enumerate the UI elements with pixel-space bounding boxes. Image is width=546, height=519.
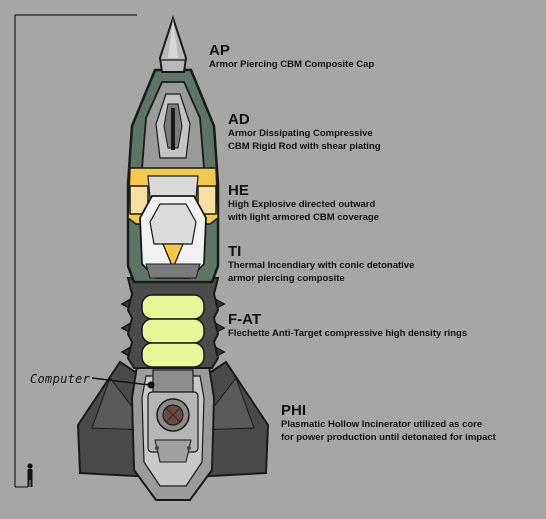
ti-section [139, 195, 207, 279]
label-fat-desc-line1: Flechette Anti-Target compressive high d… [228, 328, 468, 339]
label-ti-code: TI [228, 243, 242, 260]
computer-callout-label: Computer [30, 372, 91, 386]
label-fat-code: F-AT [228, 311, 262, 328]
label-ap: AP Armor Piercing CBM Composite Cap [209, 43, 374, 72]
label-ap-desc-line1: Armor Piercing CBM Composite Cap [209, 59, 375, 70]
label-he-desc-line2: with light armored CBM coverage [228, 211, 379, 223]
label-ad-desc-line1: Armor Dissipating Compressive [228, 128, 373, 139]
label-ti-desc-line2: armor piercing composite [228, 272, 345, 284]
label-ti-desc-line1: Thermal Incendiary with conic detonative [228, 260, 415, 271]
label-phi-code: PHI [281, 402, 307, 419]
phi-core-section [130, 365, 216, 501]
label-he: HE High Explosive directed outward with … [228, 183, 379, 224]
computer-callout-line [91, 377, 151, 386]
label-he-code: HE [228, 182, 249, 199]
label-fat: F-AT Flechette Anti-Target compressive h… [228, 312, 467, 341]
label-phi-desc-line1: Plasmatic Hollow Incinerator utilized as… [281, 419, 483, 430]
label-ap-code: AP [209, 42, 230, 59]
ap-cap [158, 14, 188, 73]
label-ad: AD Armor Dissipating Compressive CBM Rig… [228, 112, 381, 153]
fat-rings [141, 294, 205, 368]
ad-section [141, 81, 205, 177]
scale-bracket [14, 14, 137, 488]
label-he-desc-line1: High Explosive directed outward [228, 199, 376, 210]
human-scale-figure [27, 463, 33, 487]
label-phi: PHI Plasmatic Hollow Incinerator utilize… [281, 403, 496, 444]
label-ti: TI Thermal Incendiary with conic detonat… [228, 244, 414, 285]
computer-callout-dot [147, 381, 155, 389]
label-ad-desc-line2: CBM Rigid Rod with shear plating [228, 140, 381, 152]
label-phi-desc-line2: for power production until detonated for… [281, 431, 496, 443]
label-ad-code: AD [228, 111, 250, 128]
